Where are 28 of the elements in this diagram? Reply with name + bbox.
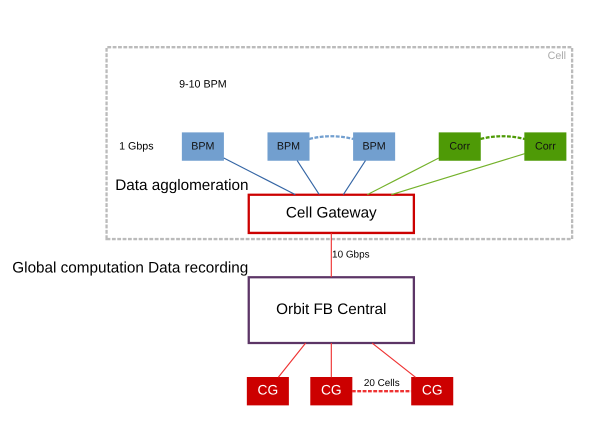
node-label: Global computation Data recording — [12, 259, 248, 276]
node-box: BPM — [267, 132, 310, 160]
label: 1 Gbps — [119, 140, 154, 152]
connector — [308, 134, 354, 140]
node-box: Corr — [524, 132, 566, 160]
connector — [224, 157, 296, 195]
node-box: Cell Gateway — [248, 193, 416, 234]
connector — [367, 157, 440, 195]
edge-label: 20 Cells — [364, 378, 400, 389]
node-box: Corr — [438, 132, 481, 160]
label: 9-10 BPM — [179, 78, 227, 90]
node-box: BPM — [353, 132, 396, 160]
node-box: CG — [246, 376, 289, 405]
connector — [278, 342, 306, 378]
connector — [296, 160, 320, 194]
edge-label: 10 Gbps — [332, 249, 370, 260]
connector — [480, 134, 525, 140]
connector — [352, 390, 412, 392]
connector — [391, 152, 525, 195]
connector — [330, 342, 332, 377]
node-box: CG — [411, 376, 454, 405]
node-box: BPM — [182, 132, 224, 160]
node-box: Orbit FB Central — [248, 276, 416, 344]
node-label: Data agglomeration — [115, 176, 248, 194]
connector — [330, 232, 332, 277]
connector — [342, 160, 366, 194]
node-box: CG — [310, 376, 352, 405]
connector — [372, 342, 416, 378]
